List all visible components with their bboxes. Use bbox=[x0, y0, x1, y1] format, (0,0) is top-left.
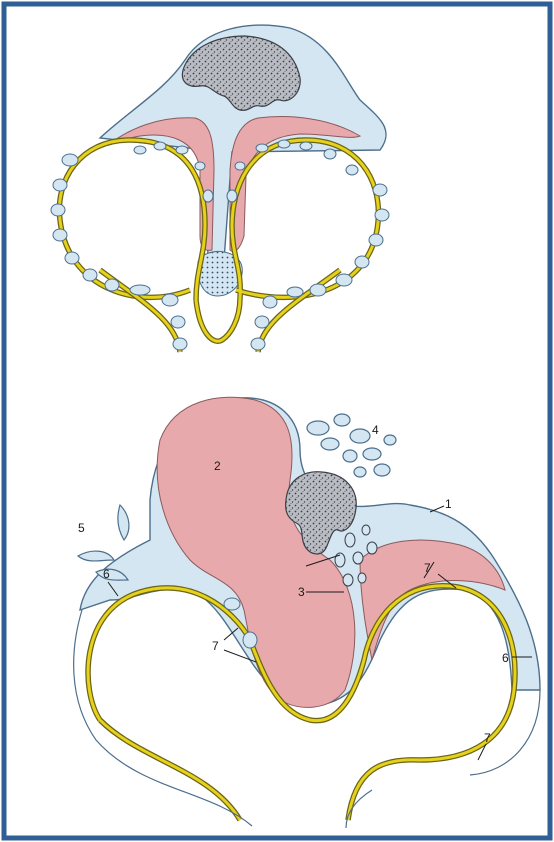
label-5: 5 bbox=[78, 521, 85, 535]
label-6a: 6 bbox=[103, 567, 110, 581]
label-7a: 7 bbox=[424, 561, 431, 575]
label-7c: 7 bbox=[484, 731, 491, 745]
label-2: 2 bbox=[214, 459, 221, 473]
label-3: 3 bbox=[298, 585, 305, 599]
label-4: 4 bbox=[372, 423, 379, 437]
label-7b: 7 bbox=[212, 639, 219, 653]
label-1: 1 bbox=[445, 497, 452, 511]
label-6b: 6 bbox=[502, 651, 509, 665]
